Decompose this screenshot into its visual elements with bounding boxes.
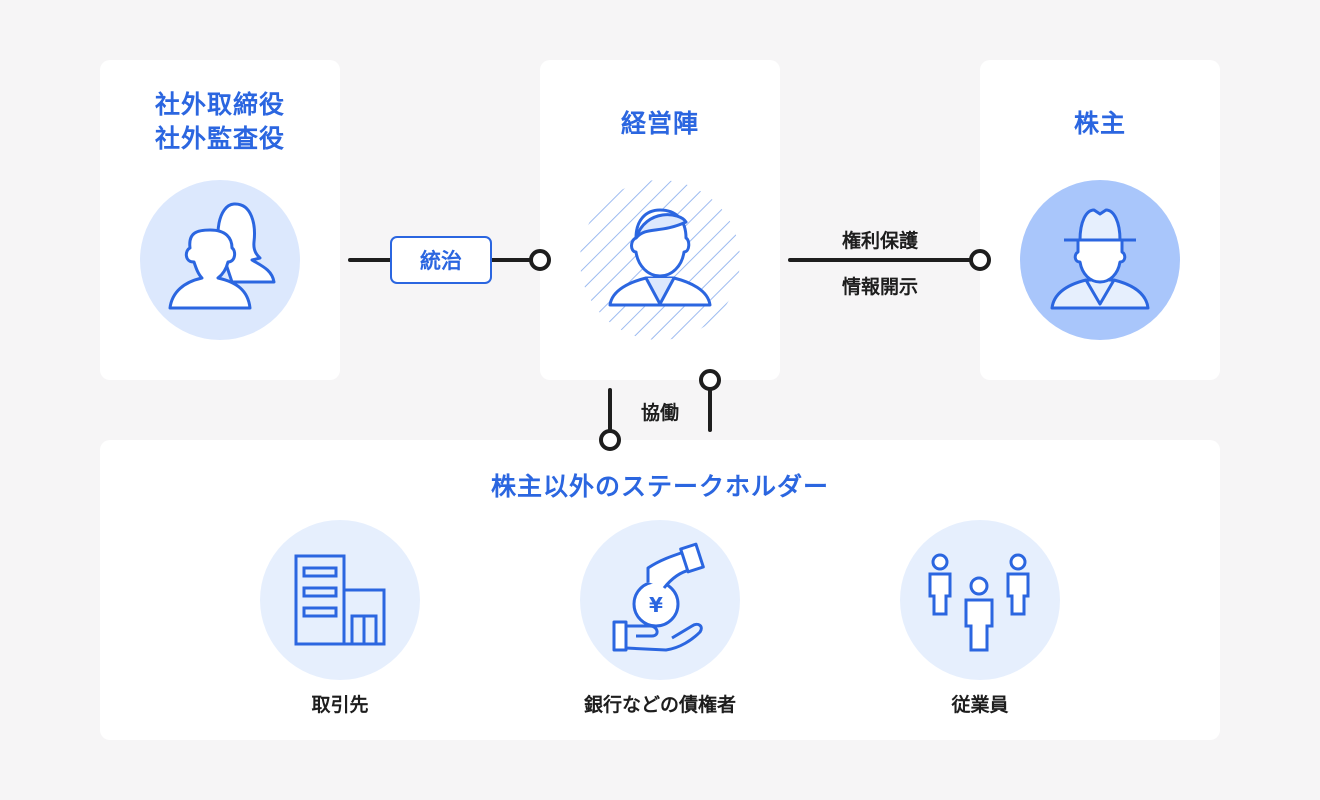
person-with-hat-icon bbox=[1020, 180, 1180, 340]
shareholder-connector bbox=[788, 249, 991, 271]
collaboration-label: 協働 bbox=[640, 402, 679, 424]
businessman-icon bbox=[580, 180, 740, 340]
title-line: 社外監査役 bbox=[154, 124, 285, 153]
rights-protection-label: 権利保護 bbox=[841, 230, 918, 252]
svg-text:¥: ¥ bbox=[649, 593, 663, 617]
stakeholder-label-suppliers: 取引先 bbox=[311, 694, 369, 716]
governance-connector bbox=[348, 249, 551, 271]
stakeholder-label-employees: 従業員 bbox=[951, 694, 1009, 716]
shareholders-title: 株主 bbox=[1073, 109, 1126, 138]
management-title: 経営陣 bbox=[620, 109, 699, 138]
building-icon bbox=[294, 554, 386, 646]
employees-icon bbox=[928, 553, 1030, 652]
title-line: 社外取締役 bbox=[154, 90, 285, 119]
outside-directors-title: 社外取締役 社外監査役 bbox=[100, 88, 340, 156]
stakeholder-label-creditors: 銀行などの債権者 bbox=[583, 694, 736, 716]
disclosure-label: 情報開示 bbox=[841, 276, 918, 298]
collaboration-connector bbox=[599, 369, 721, 451]
two-people-icon bbox=[140, 180, 300, 340]
stakeholders-title: 株主以外のステークホルダー bbox=[490, 472, 829, 501]
governance-label: 統治 bbox=[390, 236, 492, 284]
yen-coin-hand-icon: ¥ bbox=[612, 542, 705, 652]
